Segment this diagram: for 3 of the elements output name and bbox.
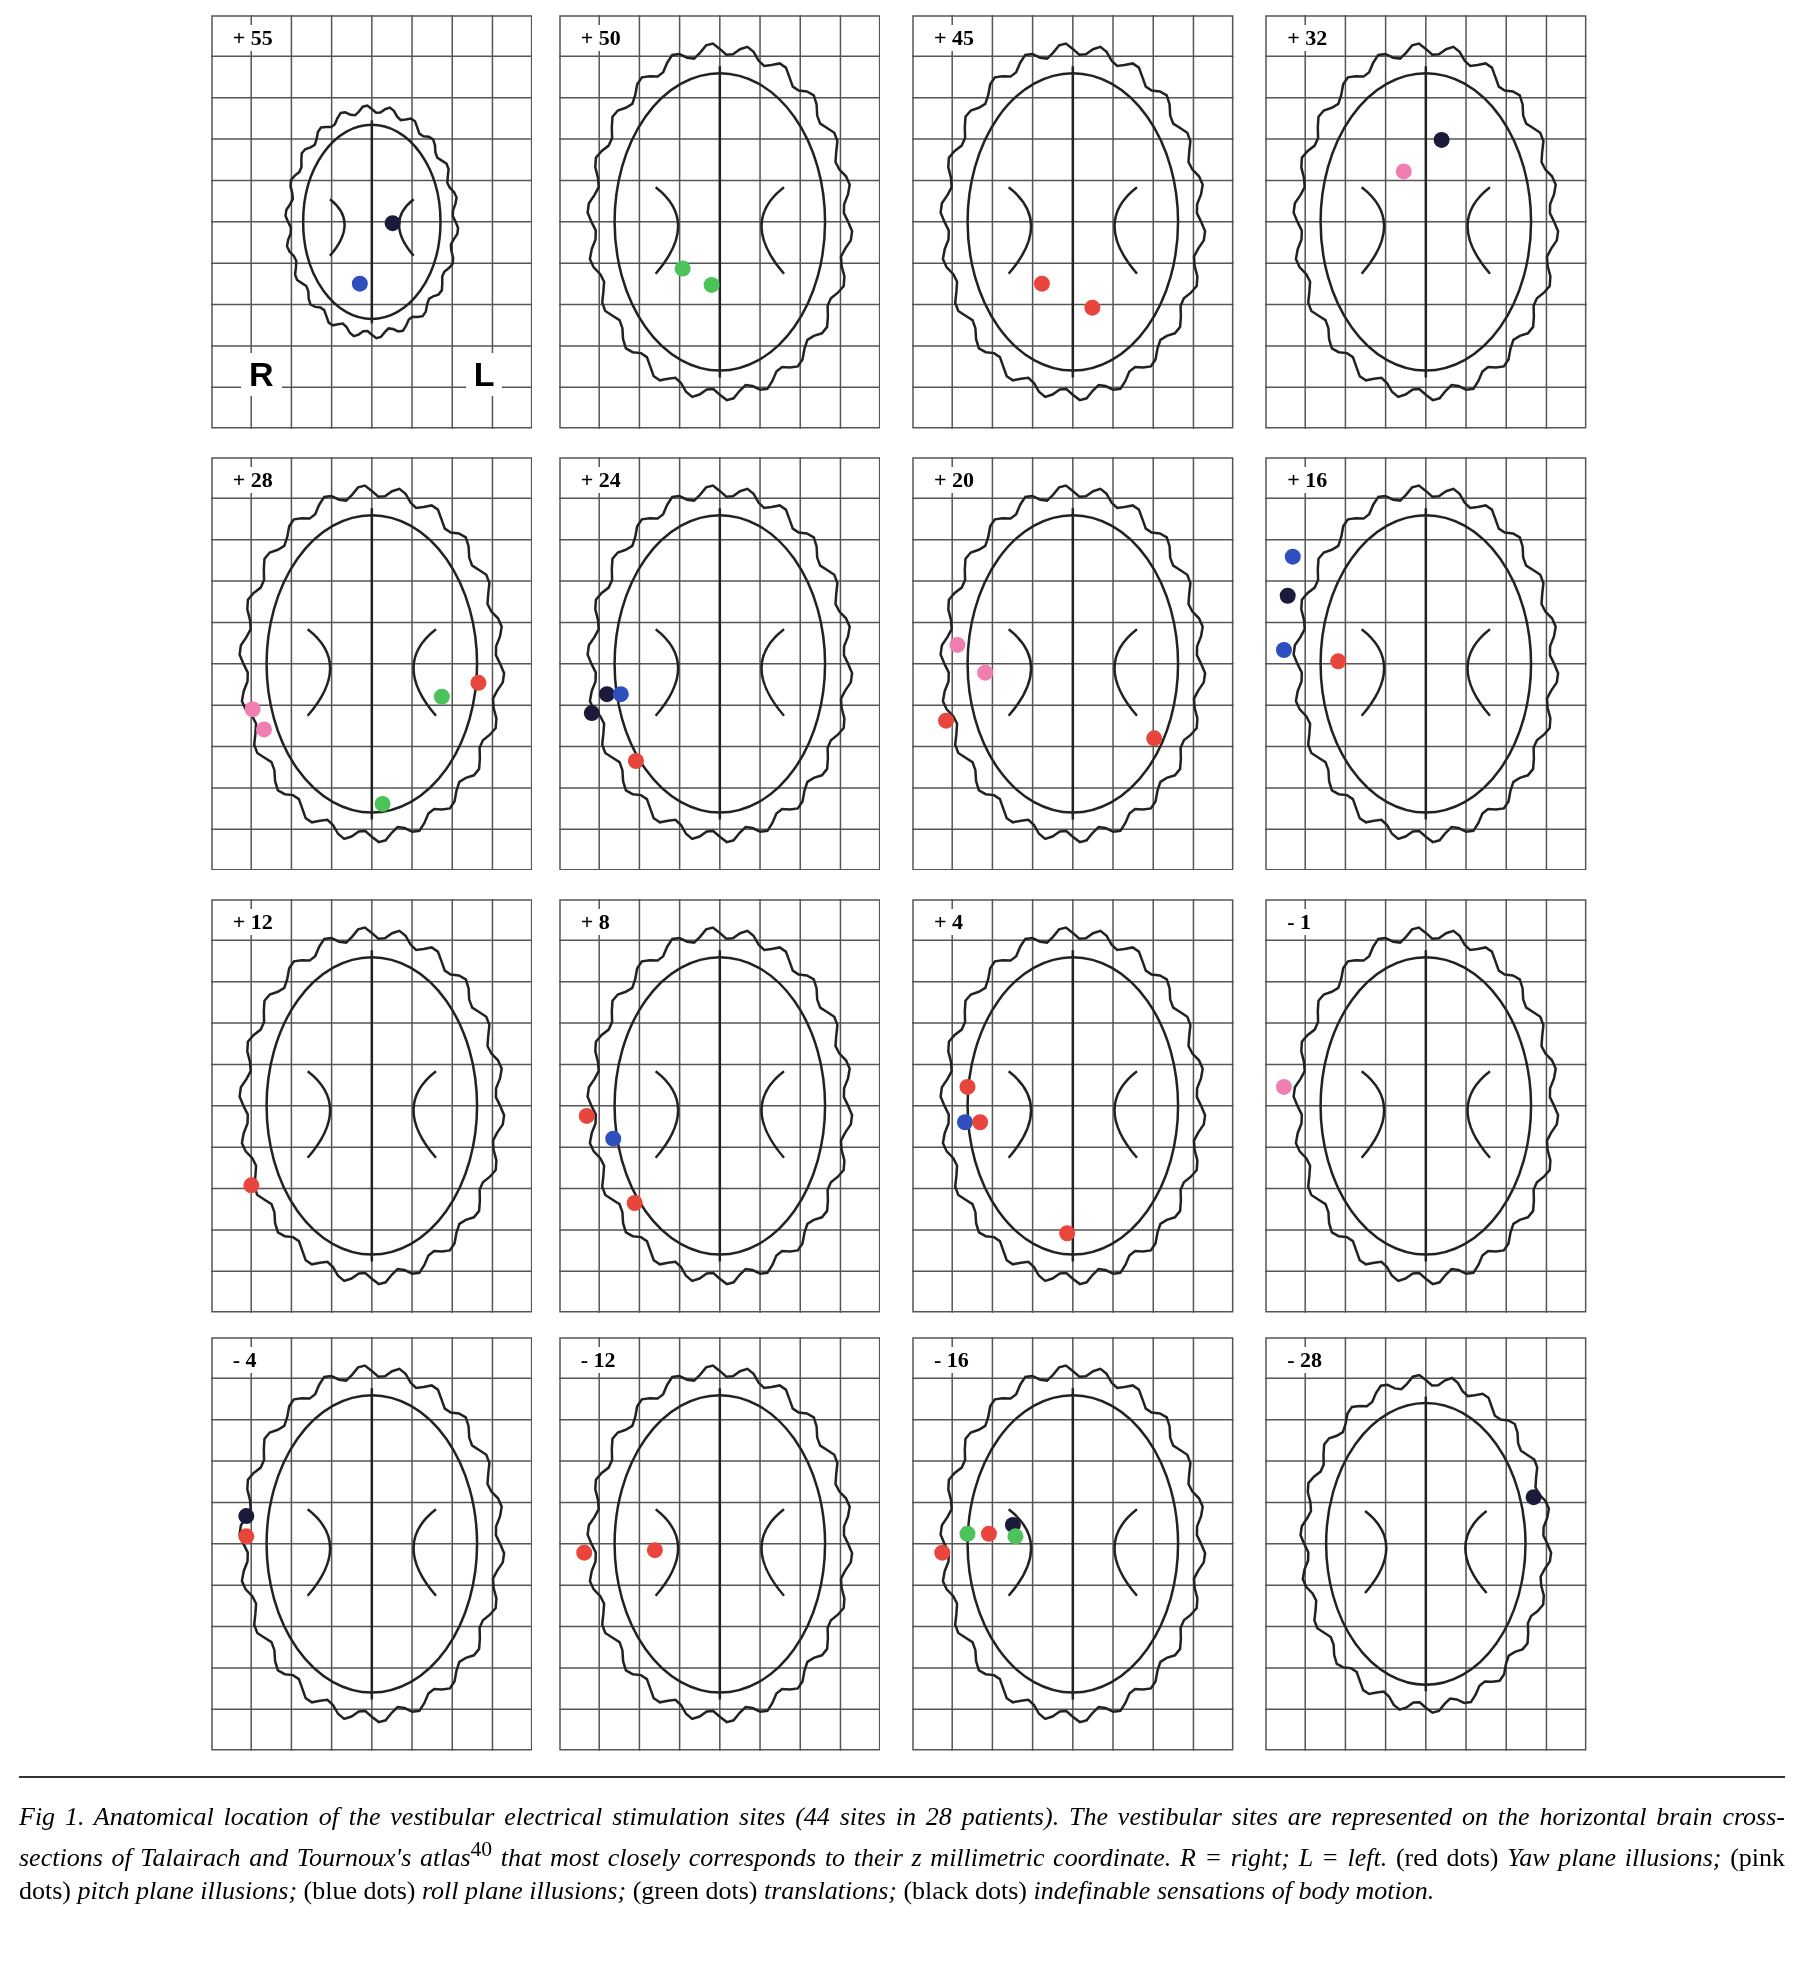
side-label: L [465,353,503,397]
figure-caption: Fig 1. Anatomical location of the vestibular electrical stimulation sites (44 sites in 28 patients). The vestibular sites are represented on the horizontal brain cross-sections of Talairach and Tournoux's atlas$^{40}$ that most closely corresponds to their z millimetric coordinate. R = right; L = left. (red dots) Yaw plane illusions; (pink dots) pitch plane illusions; (blue dots) roll plane illusions; (green dots) translations; (black dots) indefinable sensations of body motion. [19,1801,1785,1907]
side-label: R [241,353,282,397]
